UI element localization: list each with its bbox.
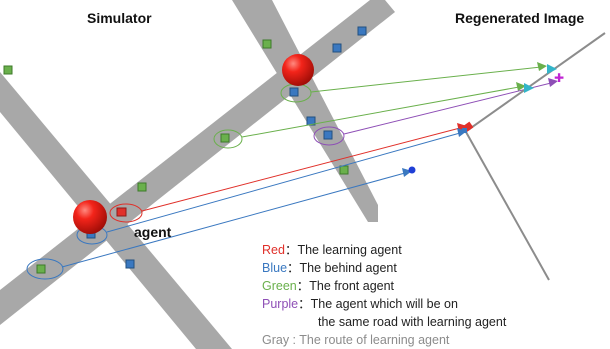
arrowhead-icon xyxy=(516,82,526,91)
agent-label: agent xyxy=(134,224,172,240)
legend-text-red: ：The learning agent xyxy=(284,243,402,257)
circle-behind-agent-2 xyxy=(26,258,64,280)
arrow-green-1 xyxy=(310,66,542,93)
car-icon xyxy=(262,39,272,49)
legend: Red：The learning agent Blue：The behind a… xyxy=(262,241,506,349)
car-icon xyxy=(220,133,230,143)
circle-front-agent-2 xyxy=(213,129,243,149)
arrow-purple xyxy=(343,82,552,135)
route-line-upper xyxy=(467,32,606,131)
tracked-agents xyxy=(26,83,345,280)
arrowhead-icon xyxy=(548,78,558,87)
car-icon xyxy=(323,130,333,140)
arrow-red xyxy=(141,127,461,212)
car-icon xyxy=(332,43,342,53)
legend-key-green: Green xyxy=(262,279,297,293)
purple-agent-marker: ✚ xyxy=(554,71,564,85)
arrow-blue-2 xyxy=(61,172,406,268)
behind-agent-dot xyxy=(408,166,416,174)
simulator-title: Simulator xyxy=(87,10,152,26)
route-line-lower xyxy=(465,131,550,281)
circle-learning-agent xyxy=(109,203,143,223)
regenerated-image-title: Regenerated Image xyxy=(455,10,585,26)
behind-agent-marker xyxy=(462,128,467,133)
legend-row-gray: Gray : The route of learning agent xyxy=(262,333,450,347)
car-icon xyxy=(339,165,349,175)
legend-row-blue: Blue：The behind agent xyxy=(262,259,506,277)
arrow-green-2 xyxy=(241,86,520,138)
legend-key-blue: Blue xyxy=(262,261,288,275)
car-icon xyxy=(357,26,367,36)
car-icon xyxy=(116,207,127,217)
legend-text-purple: ：The agent which will be on xyxy=(298,297,458,311)
legend-key-purple: Purple xyxy=(262,297,299,311)
car-icon xyxy=(36,264,46,274)
legend-row-red: Red：The learning agent xyxy=(262,241,506,259)
legend-text-green: ：The front agent xyxy=(296,279,395,293)
legend-text-blue: ：The behind agent xyxy=(287,261,397,275)
arrow-blue-1 xyxy=(106,132,461,233)
legend-row-purple: Purple：The agent which will be on xyxy=(262,295,506,313)
road-left-diagonal xyxy=(0,72,232,349)
regenerated-image: ✚ xyxy=(408,32,606,281)
legend-row-green: Green：The front agent xyxy=(262,277,506,295)
circle-purple-agent xyxy=(313,126,345,146)
car-icon xyxy=(137,182,147,192)
legend-row-purple-continued: the same road with learning agent xyxy=(318,315,507,329)
car-icon xyxy=(125,259,135,269)
agent-sphere-lower xyxy=(73,200,107,234)
car-icon xyxy=(289,87,299,97)
car-icon xyxy=(3,65,13,75)
arrowhead-icon xyxy=(537,62,547,71)
green-agent-marker-2 xyxy=(524,83,534,93)
green-agent-marker xyxy=(547,64,557,74)
agent-sphere-upper xyxy=(282,54,314,86)
legend-key-red: Red xyxy=(262,243,285,257)
